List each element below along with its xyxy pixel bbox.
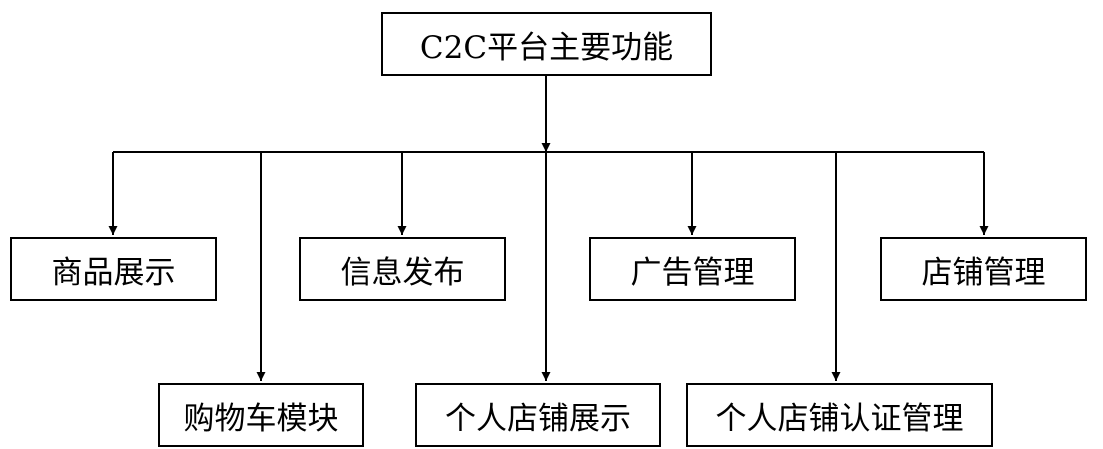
root-node: C2C平台主要功能 [381, 12, 712, 76]
node-shopping-cart: 购物车模块 [158, 383, 364, 447]
node-ad-management: 广告管理 [589, 237, 796, 301]
node-info-publish: 信息发布 [299, 237, 506, 301]
node-shop-certification: 个人店铺认证管理 [686, 383, 993, 447]
node-shop-management: 店铺管理 [880, 237, 1087, 301]
node-goods-display: 商品展示 [10, 237, 217, 301]
node-personal-shop-display: 个人店铺展示 [415, 383, 661, 447]
